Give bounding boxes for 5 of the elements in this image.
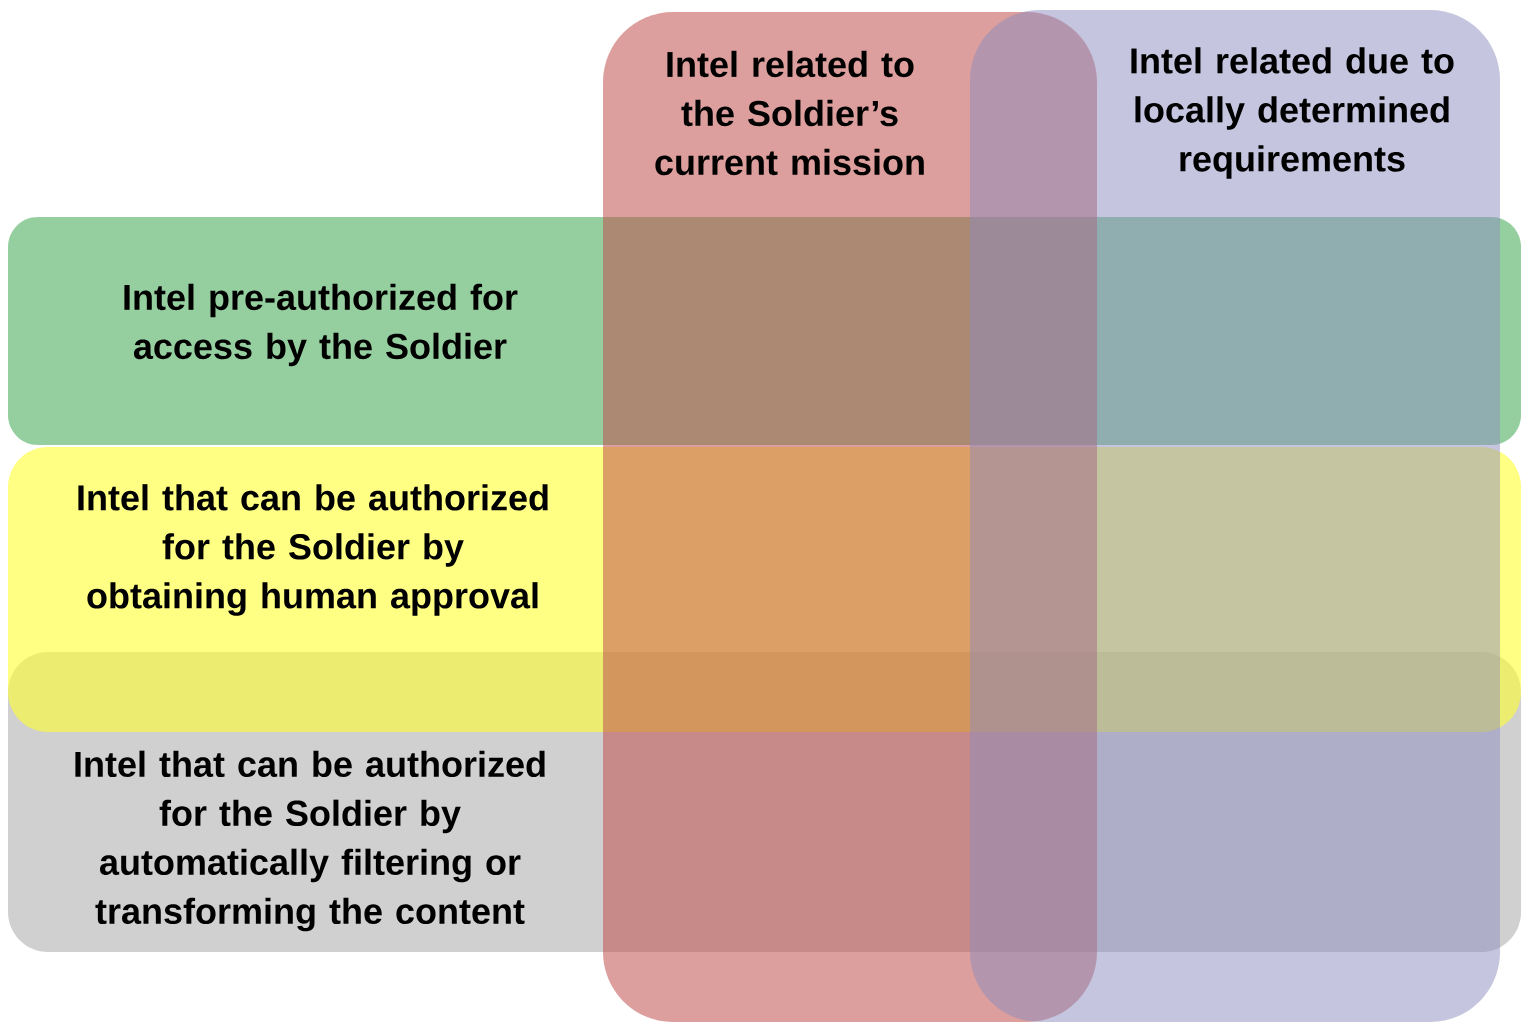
band: Intel that can be authorized for the Soldier by obtaining human approval [8,447,1521,732]
band: Intel related to the Soldier’s current mission [603,12,1097,1022]
band: Intel that can be authorized for the Soldier by automatically filtering or transforming the content [8,652,1521,952]
band: Intel pre-authorized for access by the Soldier [8,217,1521,445]
band: Intel related due to locally determined requirements [970,10,1500,1022]
